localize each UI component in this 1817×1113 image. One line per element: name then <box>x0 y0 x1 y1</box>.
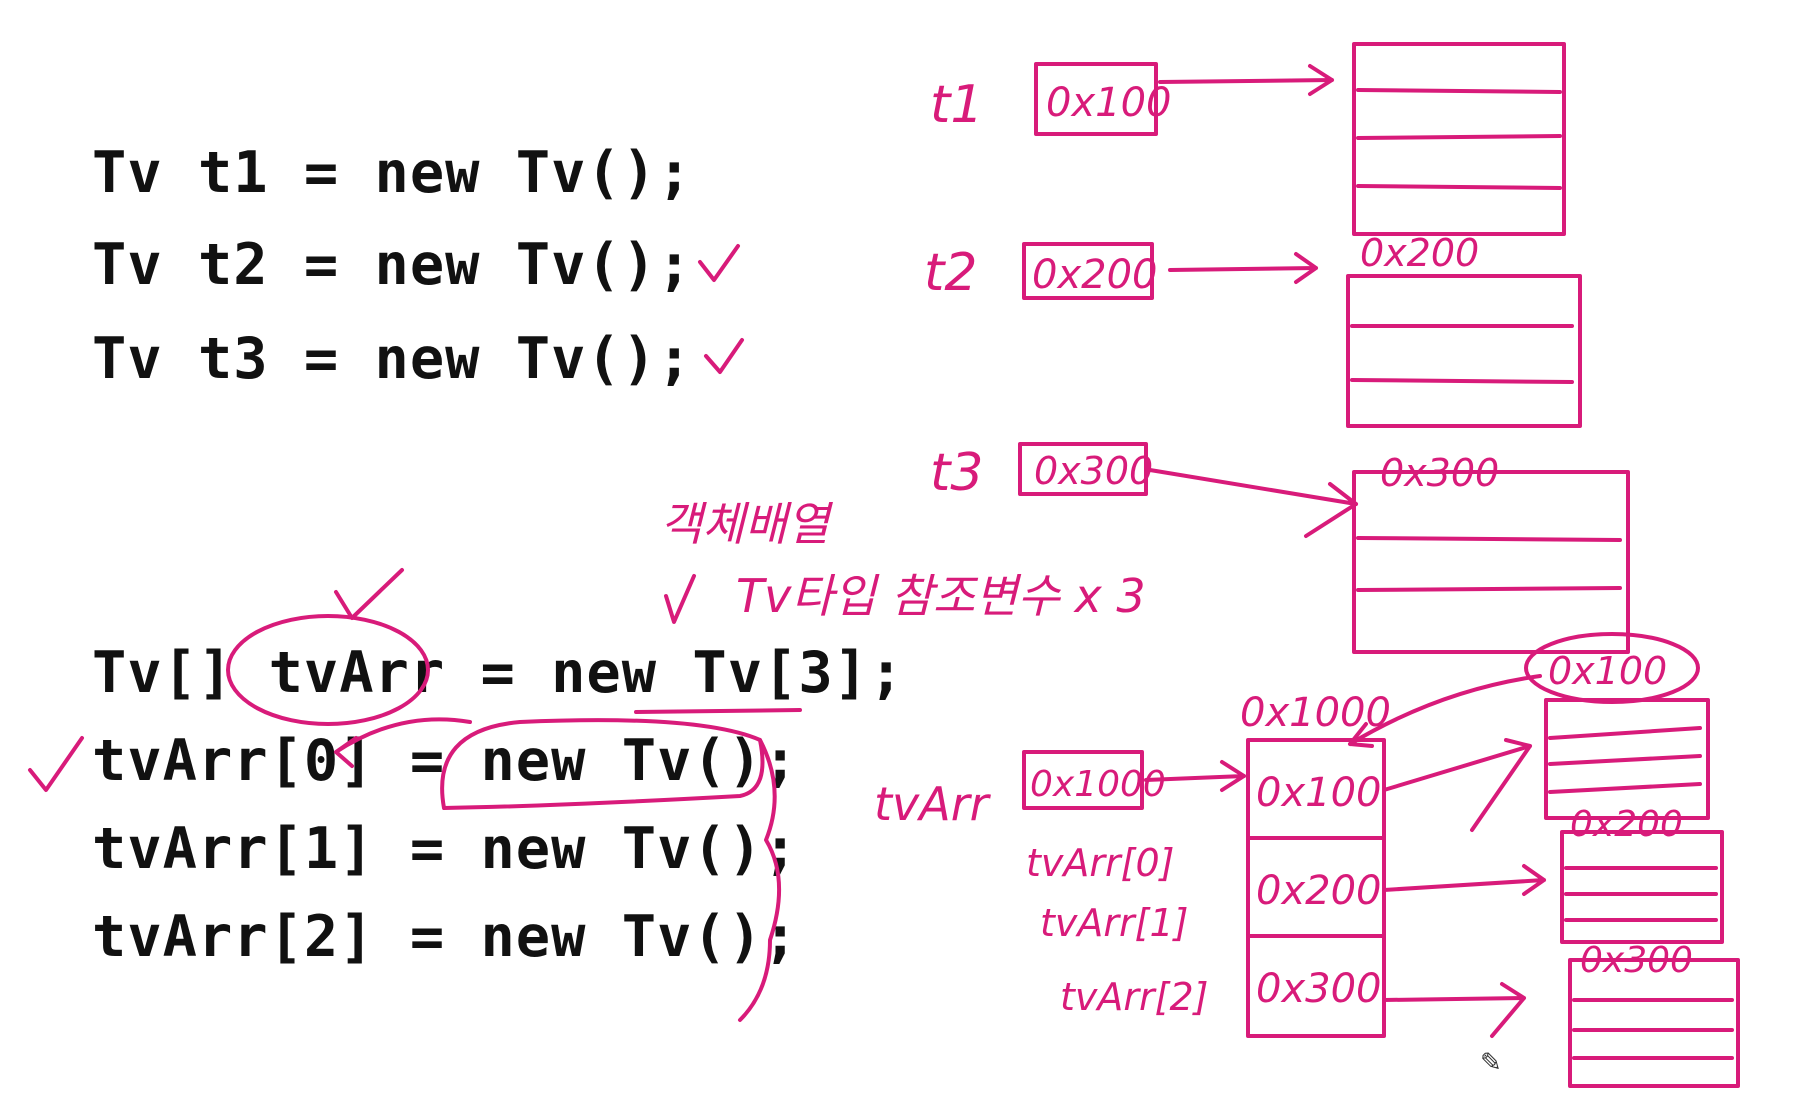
object-box-3 <box>1352 470 1630 654</box>
arrow-t2 <box>1168 252 1318 284</box>
arrow-slot2 <box>1382 982 1526 1038</box>
arrow-array-back <box>1348 674 1542 748</box>
slot2-label: tvArr[2] <box>1060 975 1208 1019</box>
slot1-value: 0x200 <box>1256 868 1381 914</box>
arr-object-box-2 <box>1560 830 1724 944</box>
address-arr-object-1: 0x100 <box>1548 649 1667 693</box>
arrow-t3 <box>1148 468 1358 538</box>
arrow-slot0 <box>1382 738 1532 832</box>
code-line-tvarr-2: tvArr[2] = new Tv(); <box>92 904 799 970</box>
address-object-2: 0x200 <box>1360 231 1479 275</box>
check-mark-tvarr-0 <box>28 736 84 792</box>
brace-new-tv <box>738 738 782 1022</box>
ref-box-t2 <box>1022 242 1154 300</box>
slot0-value: 0x100 <box>1256 770 1381 816</box>
value-t3: 0x300 <box>1034 449 1153 493</box>
arrow-slot1 <box>1382 864 1546 896</box>
label-t3: t3 <box>930 443 983 503</box>
code-line-t2: Tv t2 = new Tv(); <box>92 232 693 298</box>
note-object-array: 객체배열 <box>660 497 833 551</box>
code-line-tvarr-1: tvArr[1] = new Tv(); <box>92 816 799 882</box>
ref-box-t1 <box>1034 62 1158 136</box>
code-line-t1: Tv t1 = new Tv(); <box>92 140 693 206</box>
slot2-value: 0x300 <box>1256 966 1381 1012</box>
label-t2: t2 <box>924 243 977 303</box>
ref-box-t3 <box>1018 442 1148 496</box>
arr-object-box-1 <box>1544 698 1710 820</box>
value-t1: 0x100 <box>1046 80 1171 126</box>
object-box-2 <box>1346 274 1582 428</box>
arrow-tvarr-to-slot0 <box>334 717 472 768</box>
circle-tvarr <box>226 614 430 726</box>
code-line-tvarr-0: tvArr[0] = new Tv(); <box>92 728 799 794</box>
check-mark-line3 <box>704 338 744 374</box>
value-t2: 0x200 <box>1032 252 1157 298</box>
code-line-t3: Tv t3 = new Tv(); <box>92 326 693 392</box>
label-t1: t1 <box>930 75 983 135</box>
check-mark-tvarr-name <box>334 568 404 620</box>
value-tvarr: 0x1000 <box>1030 764 1166 805</box>
check-mark-line2 <box>698 244 740 282</box>
address-array: 0x1000 <box>1240 690 1391 736</box>
ref-box-tvarr <box>1022 750 1144 810</box>
note-reference-vars: Tv타입 참조변수 x 3 <box>736 569 1146 623</box>
object-box-1 <box>1352 42 1566 236</box>
arr-object-box-3 <box>1568 958 1740 1088</box>
underline-tv3 <box>634 708 802 714</box>
arrow-tvarr <box>1144 760 1246 792</box>
address-arr-object-2: 0x200 <box>1570 804 1683 845</box>
oval-new-tv <box>440 718 765 810</box>
code-line-tvarr-decl: Tv[] tvArr = new Tv[3]; <box>92 640 905 706</box>
label-tvarr: tvArr <box>874 777 992 831</box>
arrow-t1 <box>1158 64 1334 96</box>
pencil-cursor-icon: ✎ <box>1480 1048 1502 1078</box>
slot0-label: tvArr[0] <box>1026 841 1174 885</box>
slot1-label: tvArr[1] <box>1040 901 1188 945</box>
check-mark-ref-note <box>664 574 696 624</box>
